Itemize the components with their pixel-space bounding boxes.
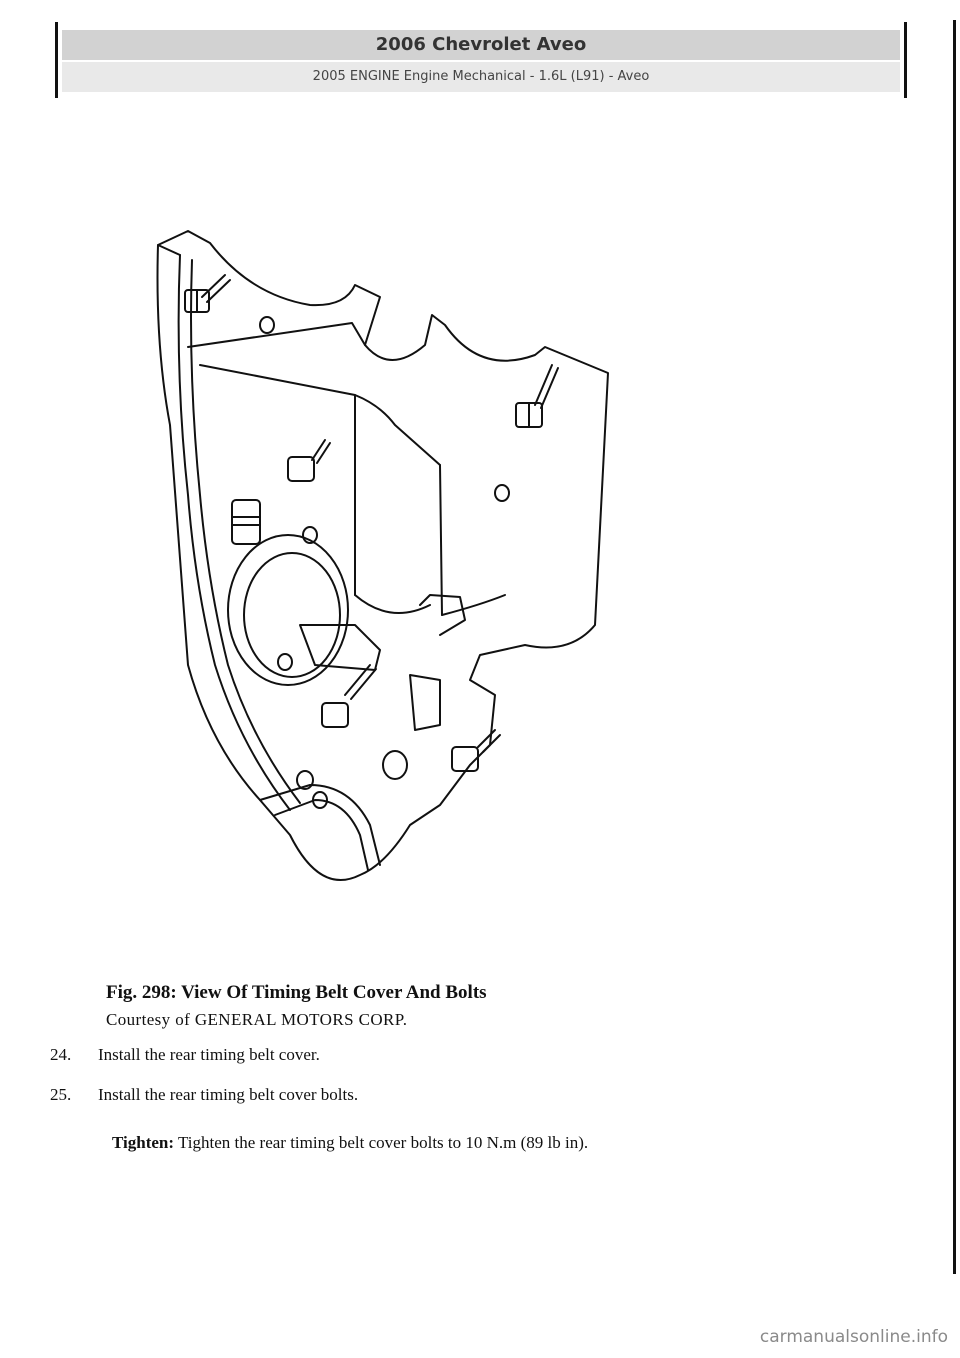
step-item: 25. Install the rear timing belt cover bo… — [50, 1085, 358, 1105]
figure-caption: Fig. 298: View Of Timing Belt Cover And … — [106, 982, 487, 1003]
page-right-rule — [953, 20, 956, 1274]
step-text: Install the rear timing belt cover. — [98, 1045, 320, 1064]
document-header: 2006 Chevrolet Aveo 2005 ENGINE Engine M… — [55, 22, 907, 98]
bolt-top-left-icon — [184, 274, 231, 313]
bolt-lower-right-icon — [451, 729, 501, 772]
header-right-bar — [904, 22, 907, 98]
bolt-center-icon — [287, 439, 331, 482]
torque-text: Tighten the rear timing belt cover bolts… — [178, 1133, 589, 1152]
header-left-bar — [55, 22, 58, 98]
torque-spec: Tighten: Tighten the rear timing belt co… — [112, 1133, 588, 1153]
bolt-top-right-icon — [515, 364, 559, 428]
header-title: 2006 Chevrolet Aveo — [62, 30, 900, 60]
step-item: 24. Install the rear timing belt cover. — [50, 1045, 320, 1065]
step-number: 24. — [50, 1045, 72, 1064]
site-watermark: carmanualsonline.info — [759, 1327, 948, 1347]
header-subtitle: 2005 ENGINE Engine Mechanical - 1.6L (L9… — [62, 62, 900, 92]
step-text: Install the rear timing belt cover bolts… — [98, 1085, 359, 1104]
stud-left-icon — [231, 499, 261, 545]
figure-credit: Courtesy of GENERAL MOTORS CORP. — [106, 1010, 408, 1029]
timing-belt-cover-illustration — [140, 225, 630, 895]
step-number: 25. — [50, 1085, 72, 1104]
bolt-lower-left-icon — [321, 664, 377, 728]
torque-label: Tighten: — [112, 1133, 175, 1152]
